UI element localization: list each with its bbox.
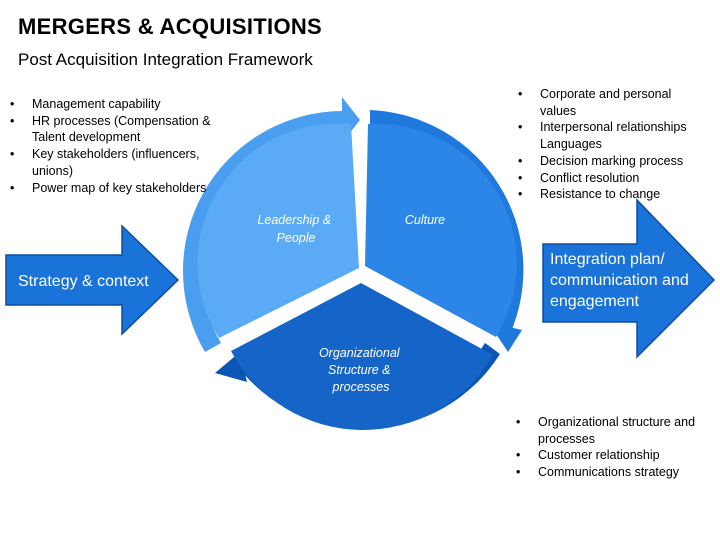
organizational-bullet-list: Organizational structure and processes C…	[516, 414, 712, 481]
list-item: Communications strategy	[516, 464, 712, 481]
strategy-context-arrow	[5, 224, 180, 336]
segment-organizational	[231, 283, 493, 430]
leadership-bullet-list: Management capability HR processes (Comp…	[10, 96, 220, 196]
list-item: Conflict resolution	[518, 170, 708, 187]
list-item: Resistance to change	[518, 186, 708, 203]
list-item: Key stakeholders (influencers, unions)	[10, 146, 220, 179]
list-item: Management capability	[10, 96, 220, 113]
segment-organizational-label: Organizational Structure & processes	[319, 346, 403, 394]
list-item: Interpersonal relationships Languages	[518, 119, 708, 152]
segment-leadership-label: Leadership & People	[257, 213, 334, 245]
list-item: Corporate and personal values	[518, 86, 708, 119]
list-item: Organizational structure and processes	[516, 414, 712, 447]
culture-bullet-list: Corporate and personal values Interperso…	[518, 86, 708, 203]
segment-culture	[365, 123, 517, 338]
pie-segments	[197, 123, 517, 430]
list-item: HR processes (Compensation & Talent deve…	[10, 113, 220, 146]
segment-culture-label: Culture	[405, 213, 445, 227]
integration-plan-label: Integration plan/ communication and enga…	[550, 251, 693, 310]
list-item: Decision marking process	[518, 153, 708, 170]
page-subtitle: Post Acquisition Integration Framework	[18, 50, 313, 69]
list-item: Power map of key stakeholders	[10, 180, 220, 197]
ring-arc-leadership	[182, 111, 342, 352]
ring-arc-culture	[370, 110, 524, 334]
list-item: Customer relationship	[516, 447, 712, 464]
segment-leadership	[197, 123, 359, 338]
strategy-context-label: Strategy & context	[18, 273, 149, 290]
page-title: MERGERS & ACQUISITIONS	[18, 14, 323, 39]
integration-plan-arrow	[542, 198, 716, 359]
